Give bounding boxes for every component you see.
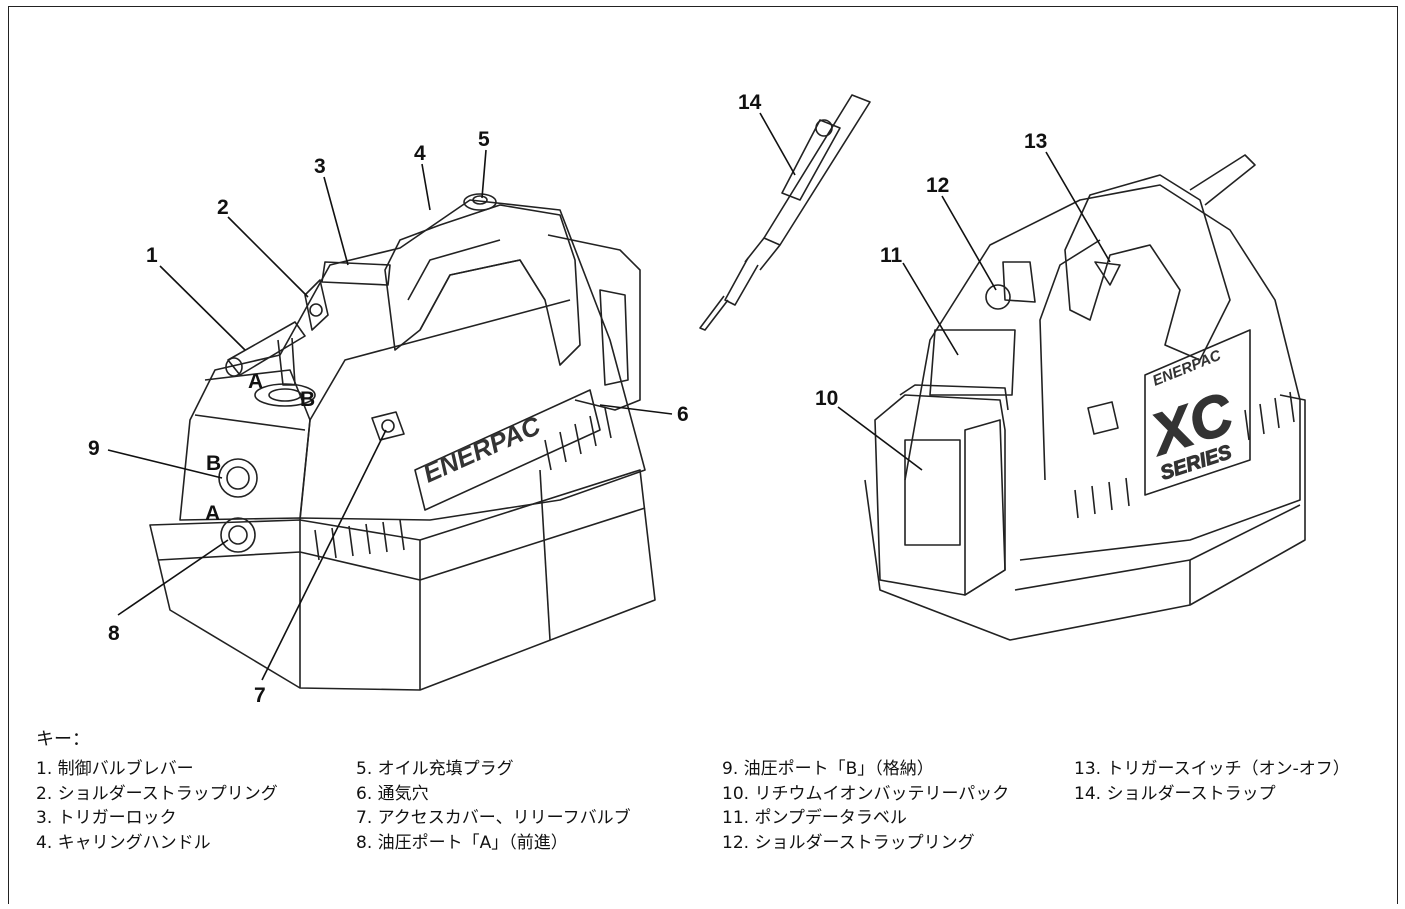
port-a-letter: A bbox=[205, 502, 220, 525]
legend-title: キー： bbox=[36, 729, 90, 750]
legend-item: 13. トリガースイッチ（オン-オフ） bbox=[1074, 759, 1350, 779]
legend-item: 12. ショルダーストラップリング bbox=[722, 832, 975, 853]
pump-illustration: ENERPAC ENERPAC XC SERIES B A A B 1 2 3 … bbox=[88, 91, 1306, 707]
port-b-letter: B bbox=[206, 452, 221, 475]
callout-8: 8 bbox=[108, 622, 120, 645]
shoulder-strap bbox=[699, 94, 871, 331]
right-pump-body bbox=[864, 154, 1306, 641]
legend-column-1: 1. 制御バルブレバー 2. ショルダーストラップリング 3. トリガーロック … bbox=[36, 757, 278, 855]
lever-b-letter: B bbox=[300, 388, 315, 411]
callout-10: 10 bbox=[815, 387, 838, 410]
brand-label-left: ENERPAC bbox=[418, 410, 546, 489]
callout-3: 3 bbox=[314, 155, 326, 178]
left-pump-body bbox=[149, 193, 656, 691]
callout-5: 5 bbox=[478, 128, 490, 151]
legend-item: 11. ポンプデータラベル bbox=[722, 808, 907, 828]
diagram-frame bbox=[8, 6, 1398, 904]
legend-item: 6. 通気穴 bbox=[356, 783, 429, 804]
legend-item: 7. アクセスカバー、リリーフバルブ bbox=[356, 808, 631, 828]
legend-item: 14. ショルダーストラップ bbox=[1074, 783, 1276, 804]
legend-item: 10. リチウムイオンバッテリーパック bbox=[722, 783, 1010, 804]
legend-column-2: 5. オイル充填プラグ 6. 通気穴 7. アクセスカバー、リリーフバルブ 8.… bbox=[356, 757, 631, 855]
callout-12: 12 bbox=[926, 174, 949, 197]
callout-4: 4 bbox=[414, 142, 426, 165]
legend-item: 5. オイル充填プラグ bbox=[356, 759, 514, 779]
callout-9: 9 bbox=[88, 437, 100, 460]
callout-2: 2 bbox=[217, 196, 229, 219]
leader-lines bbox=[107, 112, 1111, 681]
callout-1: 1 bbox=[146, 244, 158, 267]
legend-item: 1. 制御バルブレバー bbox=[36, 759, 194, 779]
legend-column-3: 9. 油圧ポート「B」（格納） 10. リチウムイオンバッテリーパック 11. … bbox=[722, 757, 1009, 855]
legend-item: 8. 油圧ポート「A」（前進） bbox=[356, 832, 568, 853]
callout-7: 7 bbox=[254, 684, 266, 707]
legend-item: 2. ショルダーストラップリング bbox=[36, 783, 278, 804]
callout-14: 14 bbox=[738, 91, 762, 114]
lever-a-letter: A bbox=[248, 370, 263, 393]
legend-item: 4. キャリングハンドル bbox=[36, 832, 211, 853]
callout-6: 6 bbox=[677, 403, 689, 426]
callout-13: 13 bbox=[1024, 130, 1047, 153]
callout-11: 11 bbox=[880, 244, 903, 267]
legend-column-4: 13. トリガースイッチ（オン-オフ） 14. ショルダーストラップ bbox=[1074, 757, 1350, 806]
legend-item: 9. 油圧ポート「B」（格納） bbox=[722, 759, 934, 779]
legend-item: 3. トリガーロック bbox=[36, 808, 177, 828]
